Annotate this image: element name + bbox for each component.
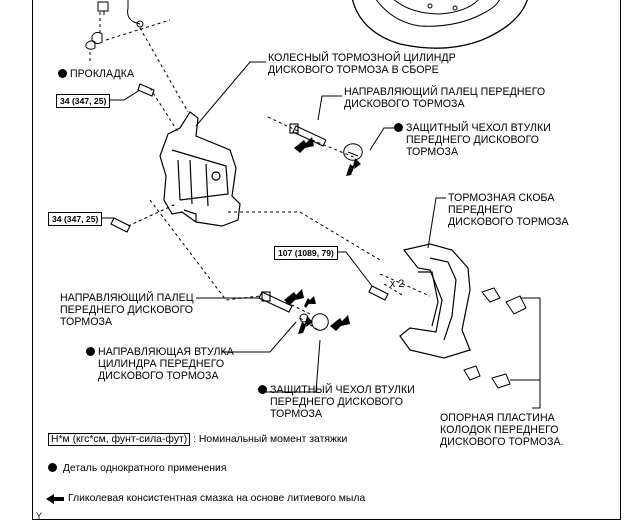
legend-torque-desc: : Номинальный момент затяжки xyxy=(193,434,348,445)
grease-arrow-icon xyxy=(298,316,313,334)
guide-pin-lower-icon xyxy=(258,291,293,313)
grease-arrow-icon xyxy=(284,289,304,305)
label-pad-plate: ОПОРНАЯ ПЛАСТИНА КОЛОДОК ПЕРЕДНЕГО ДИСКО… xyxy=(440,412,564,449)
hose-icon xyxy=(127,0,141,25)
label-quantity: x 2 xyxy=(390,278,405,290)
non-reusable-dot-icon xyxy=(258,385,267,394)
bleeder-plug-icon xyxy=(97,1,109,12)
guide-pin-upper-icon xyxy=(292,125,327,147)
legend-grease: Гликолевая консистентная смазка на основ… xyxy=(68,493,366,504)
legend-non-reusable: Деталь однократного применения xyxy=(48,463,226,474)
label-guide-pin-lower: НАПРАВЛЯЮЩИЙ ПАЛЕЦ ПЕРЕДНЕГО ДИСКОВОГО Т… xyxy=(60,292,194,329)
non-reusable-dot-icon xyxy=(86,347,95,356)
non-reusable-dot-icon xyxy=(48,463,57,472)
label-guide-pin-upper: НАПРАВЛЯЮЩИЙ ПАЛЕЦ ПЕРЕДНЕГО ДИСКОВОГО Т… xyxy=(344,86,546,111)
label-boot-upper: ЗАЩИТНЫЙ ЧЕХОЛ ВТУЛКИ ПЕРЕДНЕГО ДИСКОВОГ… xyxy=(394,122,551,159)
legend-torque: Н*м (кгс*см, фунт-сила-фут) : Номинальны… xyxy=(48,433,348,446)
brake-disc-icon xyxy=(351,0,528,49)
caliper-icon xyxy=(159,111,241,227)
legend-torque-unit: Н*м (кгс*см, фунт-сила-фут) xyxy=(48,433,191,446)
non-reusable-dot-icon xyxy=(58,69,67,78)
label-gasket: ПРОКЛАДКА xyxy=(58,68,134,80)
torque-box-bracket: 107 (1089, 79) xyxy=(274,246,338,260)
boot-upper-icon xyxy=(343,143,363,161)
grease-arrow-icon xyxy=(330,315,350,331)
grease-legend-arrow-icon xyxy=(46,494,64,504)
bracket-bolt-icon xyxy=(368,285,389,301)
corner-mark: Y xyxy=(36,511,43,521)
label-cylinder: КОЛЕСНЫЙ ТОРМОЗНОЙ ЦИЛИНДР ДИСКОВОГО ТОР… xyxy=(268,52,456,77)
grease-arrow-icon xyxy=(346,158,361,176)
label-bracket: ТОРМОЗНАЯ СКОБА ПЕРЕДНЕГО ДИСКОВОГО ТОРМ… xyxy=(448,192,569,229)
non-reusable-dot-icon xyxy=(394,123,403,132)
label-bushing: НАПРАВЛЯЮЩАЯ ВТУЛКА ЦИЛИНДРА ПЕРЕДНЕГО Д… xyxy=(86,346,234,383)
grease-arrow-icon xyxy=(294,137,314,153)
torque-box-lower: 34 (347, 25) xyxy=(48,212,103,226)
boot-lower-icon xyxy=(311,313,329,331)
caliper-bolt-upper-icon xyxy=(137,83,155,97)
diagram-frame xyxy=(32,0,621,520)
torque-box-upper: 34 (347, 25) xyxy=(56,94,111,108)
grease-arrow-icon xyxy=(304,296,316,308)
label-boot-lower: ЗАЩИТНЫЙ ЧЕХОЛ ВТУЛКИ ПЕРЕДНЕГО ДИСКОВОГ… xyxy=(258,384,415,421)
caliper-bracket-icon xyxy=(399,243,471,359)
pad-plate-icon xyxy=(481,287,501,303)
caliper-bolt-lower-icon xyxy=(110,217,131,233)
gasket-icon xyxy=(91,31,103,45)
